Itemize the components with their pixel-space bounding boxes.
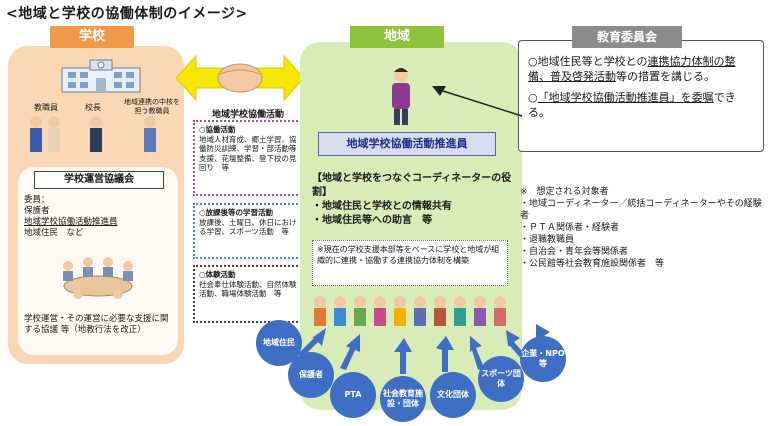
expected-item: ・地域コーディネーター／統括コーディネーターやその経験者	[520, 199, 762, 221]
expected-item: ・公民館等社会教育施設関係者 等	[520, 259, 665, 269]
stakeholder-sports: スポーツ団体	[478, 356, 524, 402]
council-member: 地域学校協働活動推進員	[24, 217, 118, 227]
activity-heading: ○協働活動	[199, 125, 236, 134]
staff-label: 教職員	[34, 103, 58, 112]
activity-heading: ○放課後等の学習活動	[199, 208, 274, 217]
expected-heading: ※ 想定される対象者	[520, 187, 609, 197]
board-item: ○地域住民等と学校との連携協力体制の整備、普及啓発活動等の措置を講じる。	[528, 54, 756, 84]
board-item-prefix: ○	[528, 91, 538, 104]
expected-item: ・自治会・青年会等関係者	[520, 247, 629, 257]
board-item-underlined: 連携協力体制の整備、普及啓発活動	[528, 55, 736, 83]
board-item-prefix: ○地域住民等と学校との	[528, 55, 648, 68]
region-header: 地域	[350, 26, 444, 48]
board-arrow-icon	[432, 86, 523, 117]
school-building-icon	[61, 59, 141, 93]
activity-body: 放課後、土曜日、休日における学習、スポーツ活動 等	[199, 217, 297, 237]
board-header: 教育委員会	[572, 26, 682, 48]
school-people-icon	[30, 116, 156, 152]
stakeholder-culture: 文化団体	[430, 372, 476, 418]
board-item-underlined: 「地域学校協働活動推進員」を委嘱	[537, 91, 714, 104]
activity-box-experience: ○体験活動 社会奉仕体験活動、自然体験活動、職場体験活動 等	[193, 265, 309, 323]
school-header: 学校	[50, 26, 134, 48]
role-line: 【地域と学校をつなぐコーディネーターの役割】	[312, 173, 512, 198]
activity-body: 地域人材育成、郷土学習、協働防災訓練、学習・部活動等支援、花壇整備、登下校の見回…	[199, 134, 297, 173]
coordinator-box: 地域学校協働活動推進員	[318, 132, 496, 156]
activity-body: 社会奉仕体験活動、自然体験活動、職場体験活動 等	[199, 279, 297, 299]
stakeholder-companies: 企業・NPO等	[520, 336, 566, 382]
stakeholder-social-education: 社会教育施設・団体	[380, 376, 426, 422]
board-item-suffix: 等の措置を講じる。	[616, 70, 715, 83]
council-member: 地域住民 など	[24, 228, 84, 238]
region-panel	[300, 42, 522, 410]
handshake-arrow-icon	[176, 54, 304, 102]
stakeholder-pta: PTA	[330, 372, 376, 418]
expected-item: ・ＰＴＡ関係者・経験者	[520, 223, 620, 233]
activity-box-collaboration: ○協働活動 地域人材育成、郷土学習、協働防災訓練、学習・部活動等支援、花壇整備、…	[193, 120, 309, 196]
board-item-suffix: できる。	[528, 91, 736, 119]
principal-label: 校長	[85, 103, 101, 112]
activity-box-after-school: ○放課後等の学習活動 放課後、土曜日、休日における学習、スポーツ活動 等	[193, 203, 309, 259]
community-crowd-icon	[314, 296, 506, 326]
council-member: 保護者	[24, 206, 50, 216]
board-text: ○地域住民等と学校との連携協力体制の整備、普及啓発活動等の措置を講じる。 ○「地…	[528, 54, 756, 120]
coordinator-person-icon	[392, 68, 410, 125]
core-staff-label: 地域連携の中核を担う教職員	[124, 98, 180, 115]
activity-heading: ○体験活動	[199, 270, 236, 279]
page-title: <地域と学校の協働体制のイメージ>	[6, 6, 248, 22]
role-line: ・地域住民と学校との情報共有	[312, 201, 452, 212]
council-role: 学校運営・その運営に必要な支援に関する協議 等（地教行法を改正）	[24, 314, 169, 335]
region-note: ※現在の学校支援本部等をベースに学校と地域が組織的に連携・協働する連携協力体制を…	[312, 240, 508, 286]
meeting-illustration-icon	[63, 257, 133, 299]
coordinator-role: 【地域と学校をつなぐコーディネーターの役割】 ・地域住民と学校との情報共有 ・地…	[312, 172, 512, 228]
school-council-title: 学校運営協議会	[34, 171, 164, 189]
council-members: 委員： 保護者 地域学校協働活動推進員 地域住民 など	[24, 195, 174, 239]
activities-title: 地域学校協働活動	[211, 110, 284, 120]
school-council-panel	[18, 167, 178, 355]
stakeholder-guardians: 保護者	[288, 352, 334, 398]
board-item: ○「地域学校協働活動推進員」を委嘱できる。	[528, 90, 756, 120]
role-line: ・地域住民等への助言 等	[312, 215, 432, 226]
board-panel	[518, 40, 764, 152]
council-members-label: 委員：	[24, 195, 50, 205]
expected-item: ・退職教職員	[520, 235, 575, 245]
expected-candidates: ※ 想定される対象者 ・地域コーディネーター／統括コーディネーターやその経験者 …	[520, 186, 766, 270]
